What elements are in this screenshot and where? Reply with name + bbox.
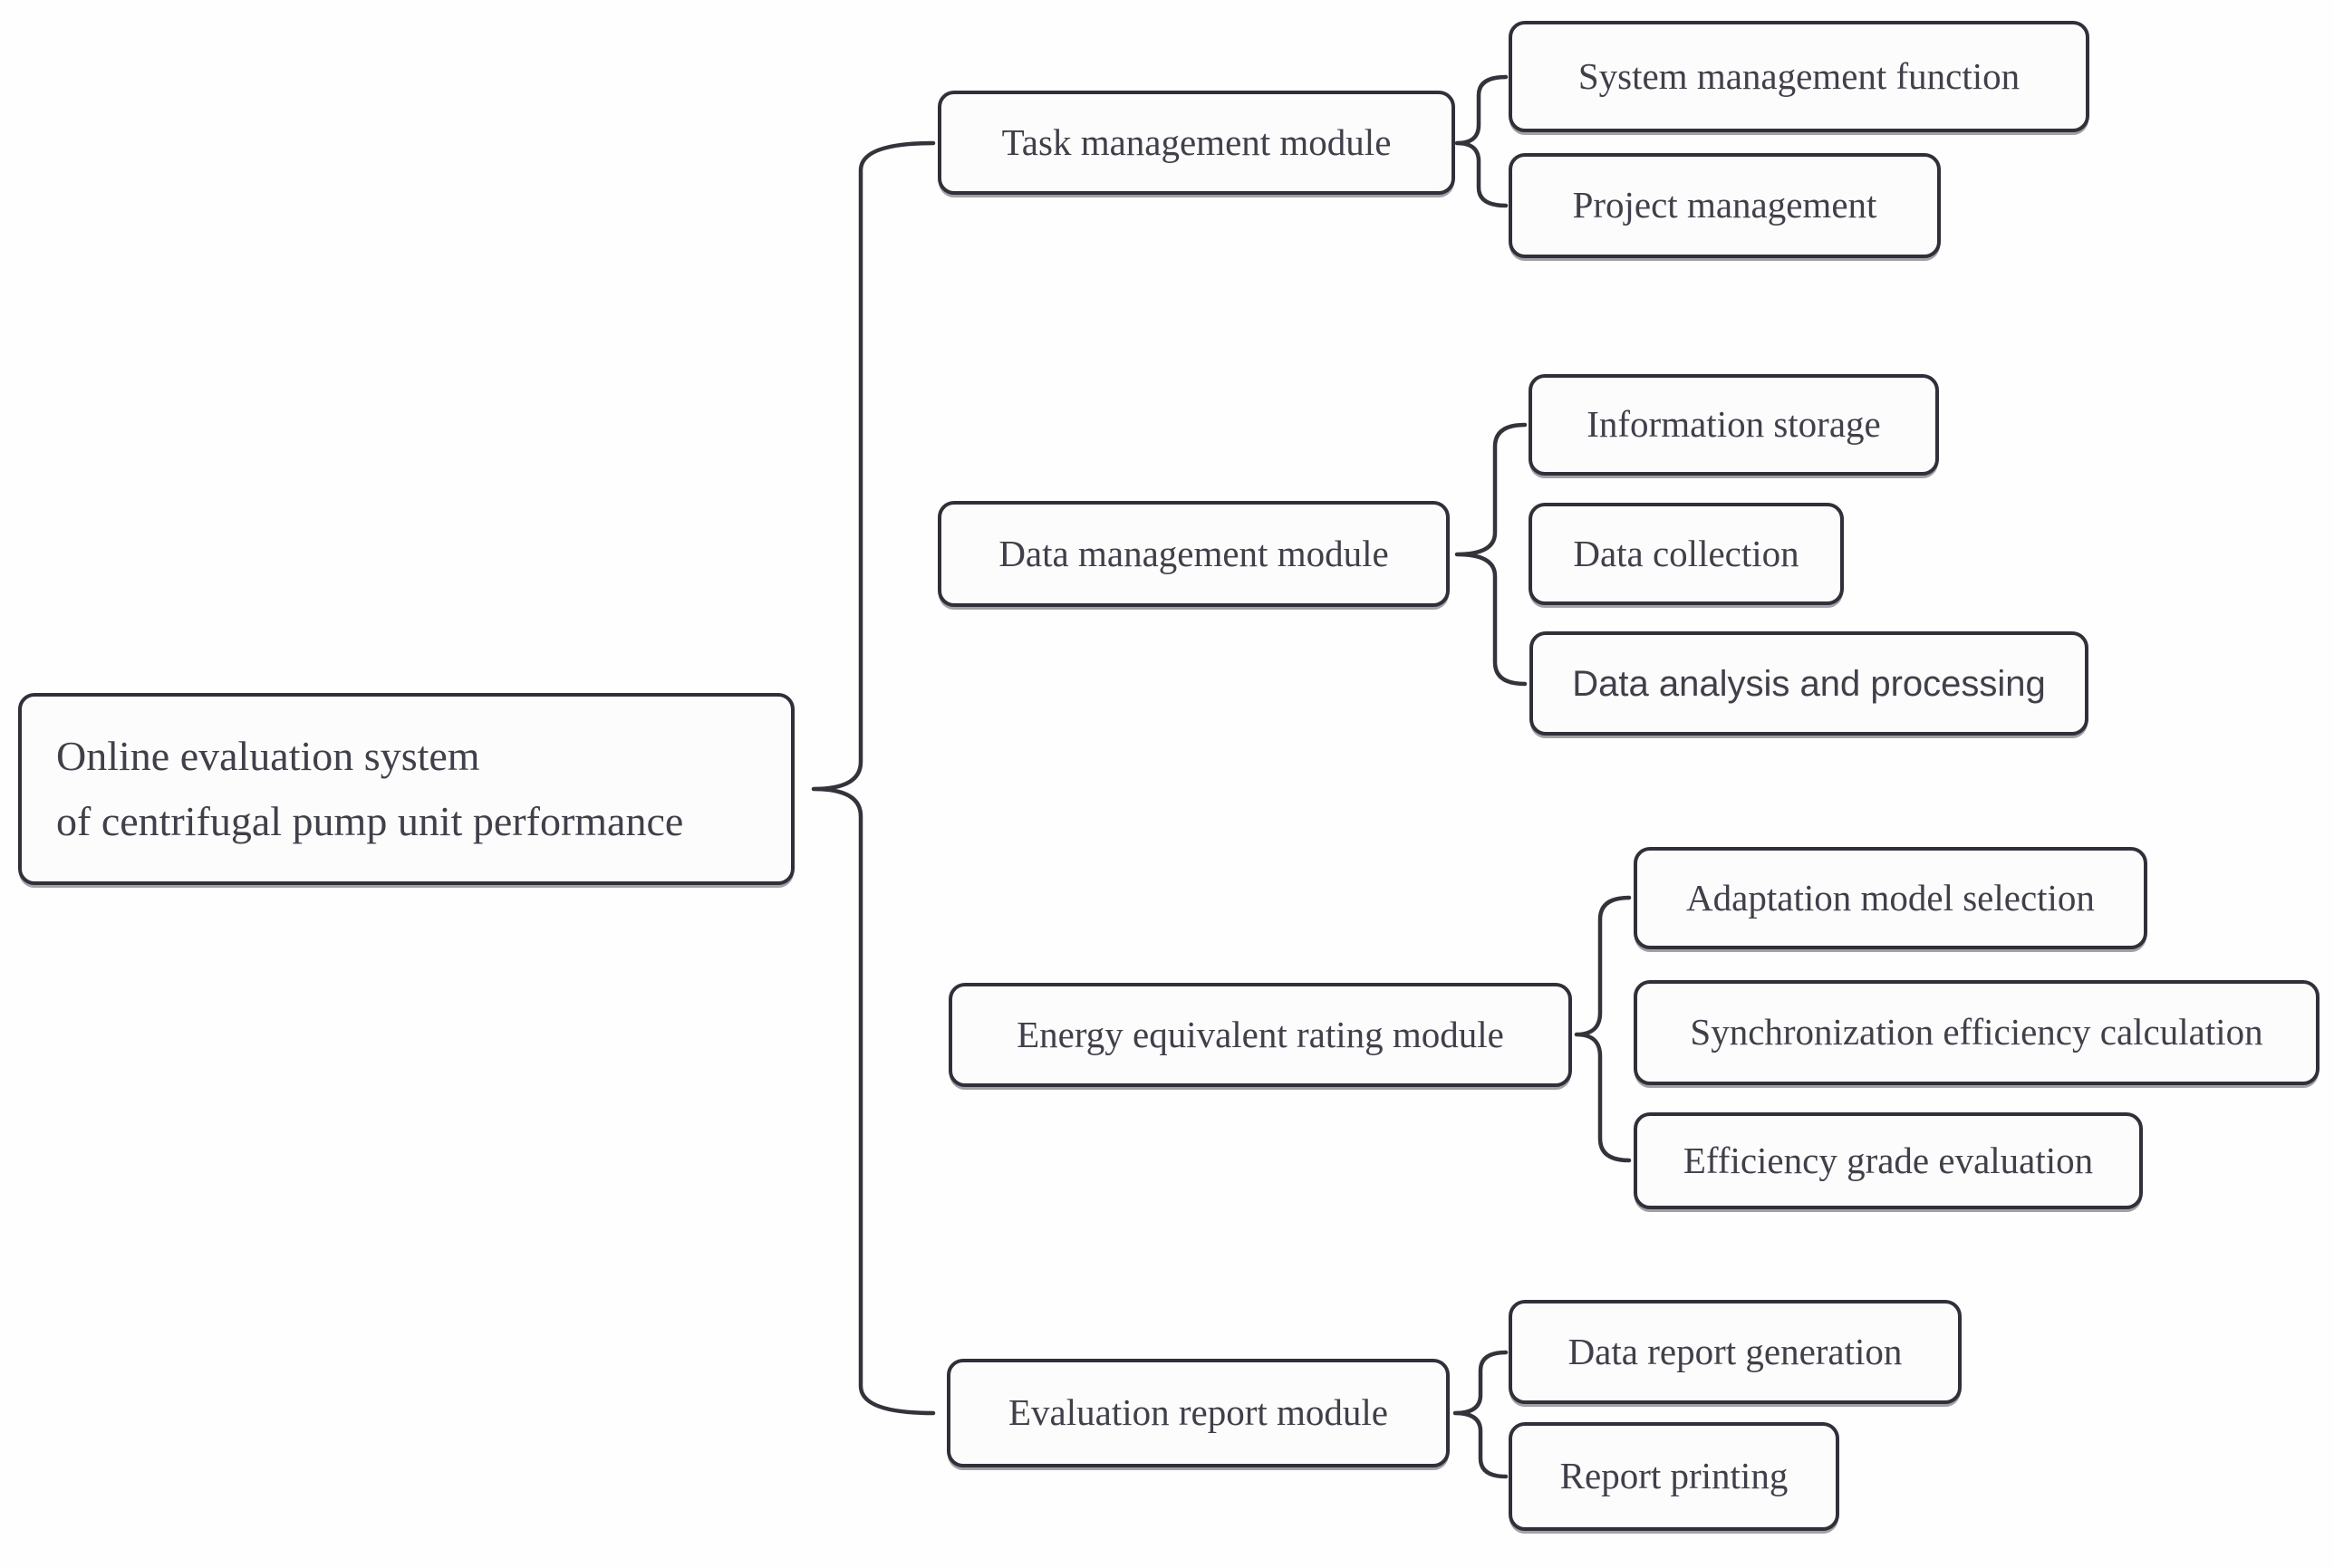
root-label-line2: of centrifugal pump unit performance: [56, 798, 684, 844]
root-node: Online evaluation system of centrifugal …: [18, 693, 795, 885]
child-label: Synchronization efficiency calculation: [1690, 1011, 2263, 1053]
child-label: System management function: [1577, 54, 2021, 97]
module-label: Task management module: [1001, 120, 1392, 163]
root-brace: [811, 140, 936, 1416]
child-label: Data analysis and processing: [1572, 663, 2046, 704]
child-label: Efficiency grade evaluation: [1683, 1139, 2094, 1181]
root-node-label: Online evaluation system of centrifugal …: [56, 724, 683, 854]
energy-module-brace: [1574, 895, 1632, 1163]
child-label: Information storage: [1587, 403, 1881, 446]
child-node-synchronization-efficiency-calculation: Synchronization efficiency calculation: [1634, 980, 2320, 1085]
child-label: Report printing: [1559, 1455, 1789, 1497]
module-node-data-management: Data management module: [938, 501, 1450, 607]
child-node-report-printing: Report printing: [1509, 1422, 1839, 1531]
child-node-system-management-function: System management function: [1509, 21, 2089, 132]
child-label: Adaptation model selection: [1686, 876, 2095, 919]
data-module-brace: [1454, 422, 1528, 687]
report-module-brace: [1452, 1350, 1509, 1479]
module-label: Evaluation report module: [1008, 1391, 1388, 1434]
child-label: Project management: [1572, 184, 1877, 226]
child-node-adaptation-model-selection: Adaptation model selection: [1634, 847, 2147, 949]
root-label-line1: Online evaluation system: [56, 733, 480, 779]
module-node-task-management: Task management module: [938, 91, 1455, 195]
module-node-energy-equivalent-rating: Energy equivalent rating module: [949, 983, 1572, 1087]
child-node-data-report-generation: Data report generation: [1509, 1300, 1962, 1404]
module-label: Energy equivalent rating module: [1017, 1013, 1504, 1055]
child-label: Data report generation: [1567, 1330, 1903, 1372]
module-label: Data management module: [998, 532, 1389, 574]
task-module-brace: [1454, 74, 1509, 208]
child-node-data-analysis-and-processing: Data analysis and processing: [1529, 631, 2088, 736]
child-node-information-storage: Information storage: [1529, 374, 1939, 476]
child-label: Data collection: [1573, 532, 1799, 574]
child-node-project-management: Project management: [1509, 153, 1941, 258]
module-node-evaluation-report: Evaluation report module: [947, 1359, 1450, 1467]
child-node-efficiency-grade-evaluation: Efficiency grade evaluation: [1634, 1112, 2143, 1209]
child-node-data-collection: Data collection: [1529, 503, 1844, 605]
